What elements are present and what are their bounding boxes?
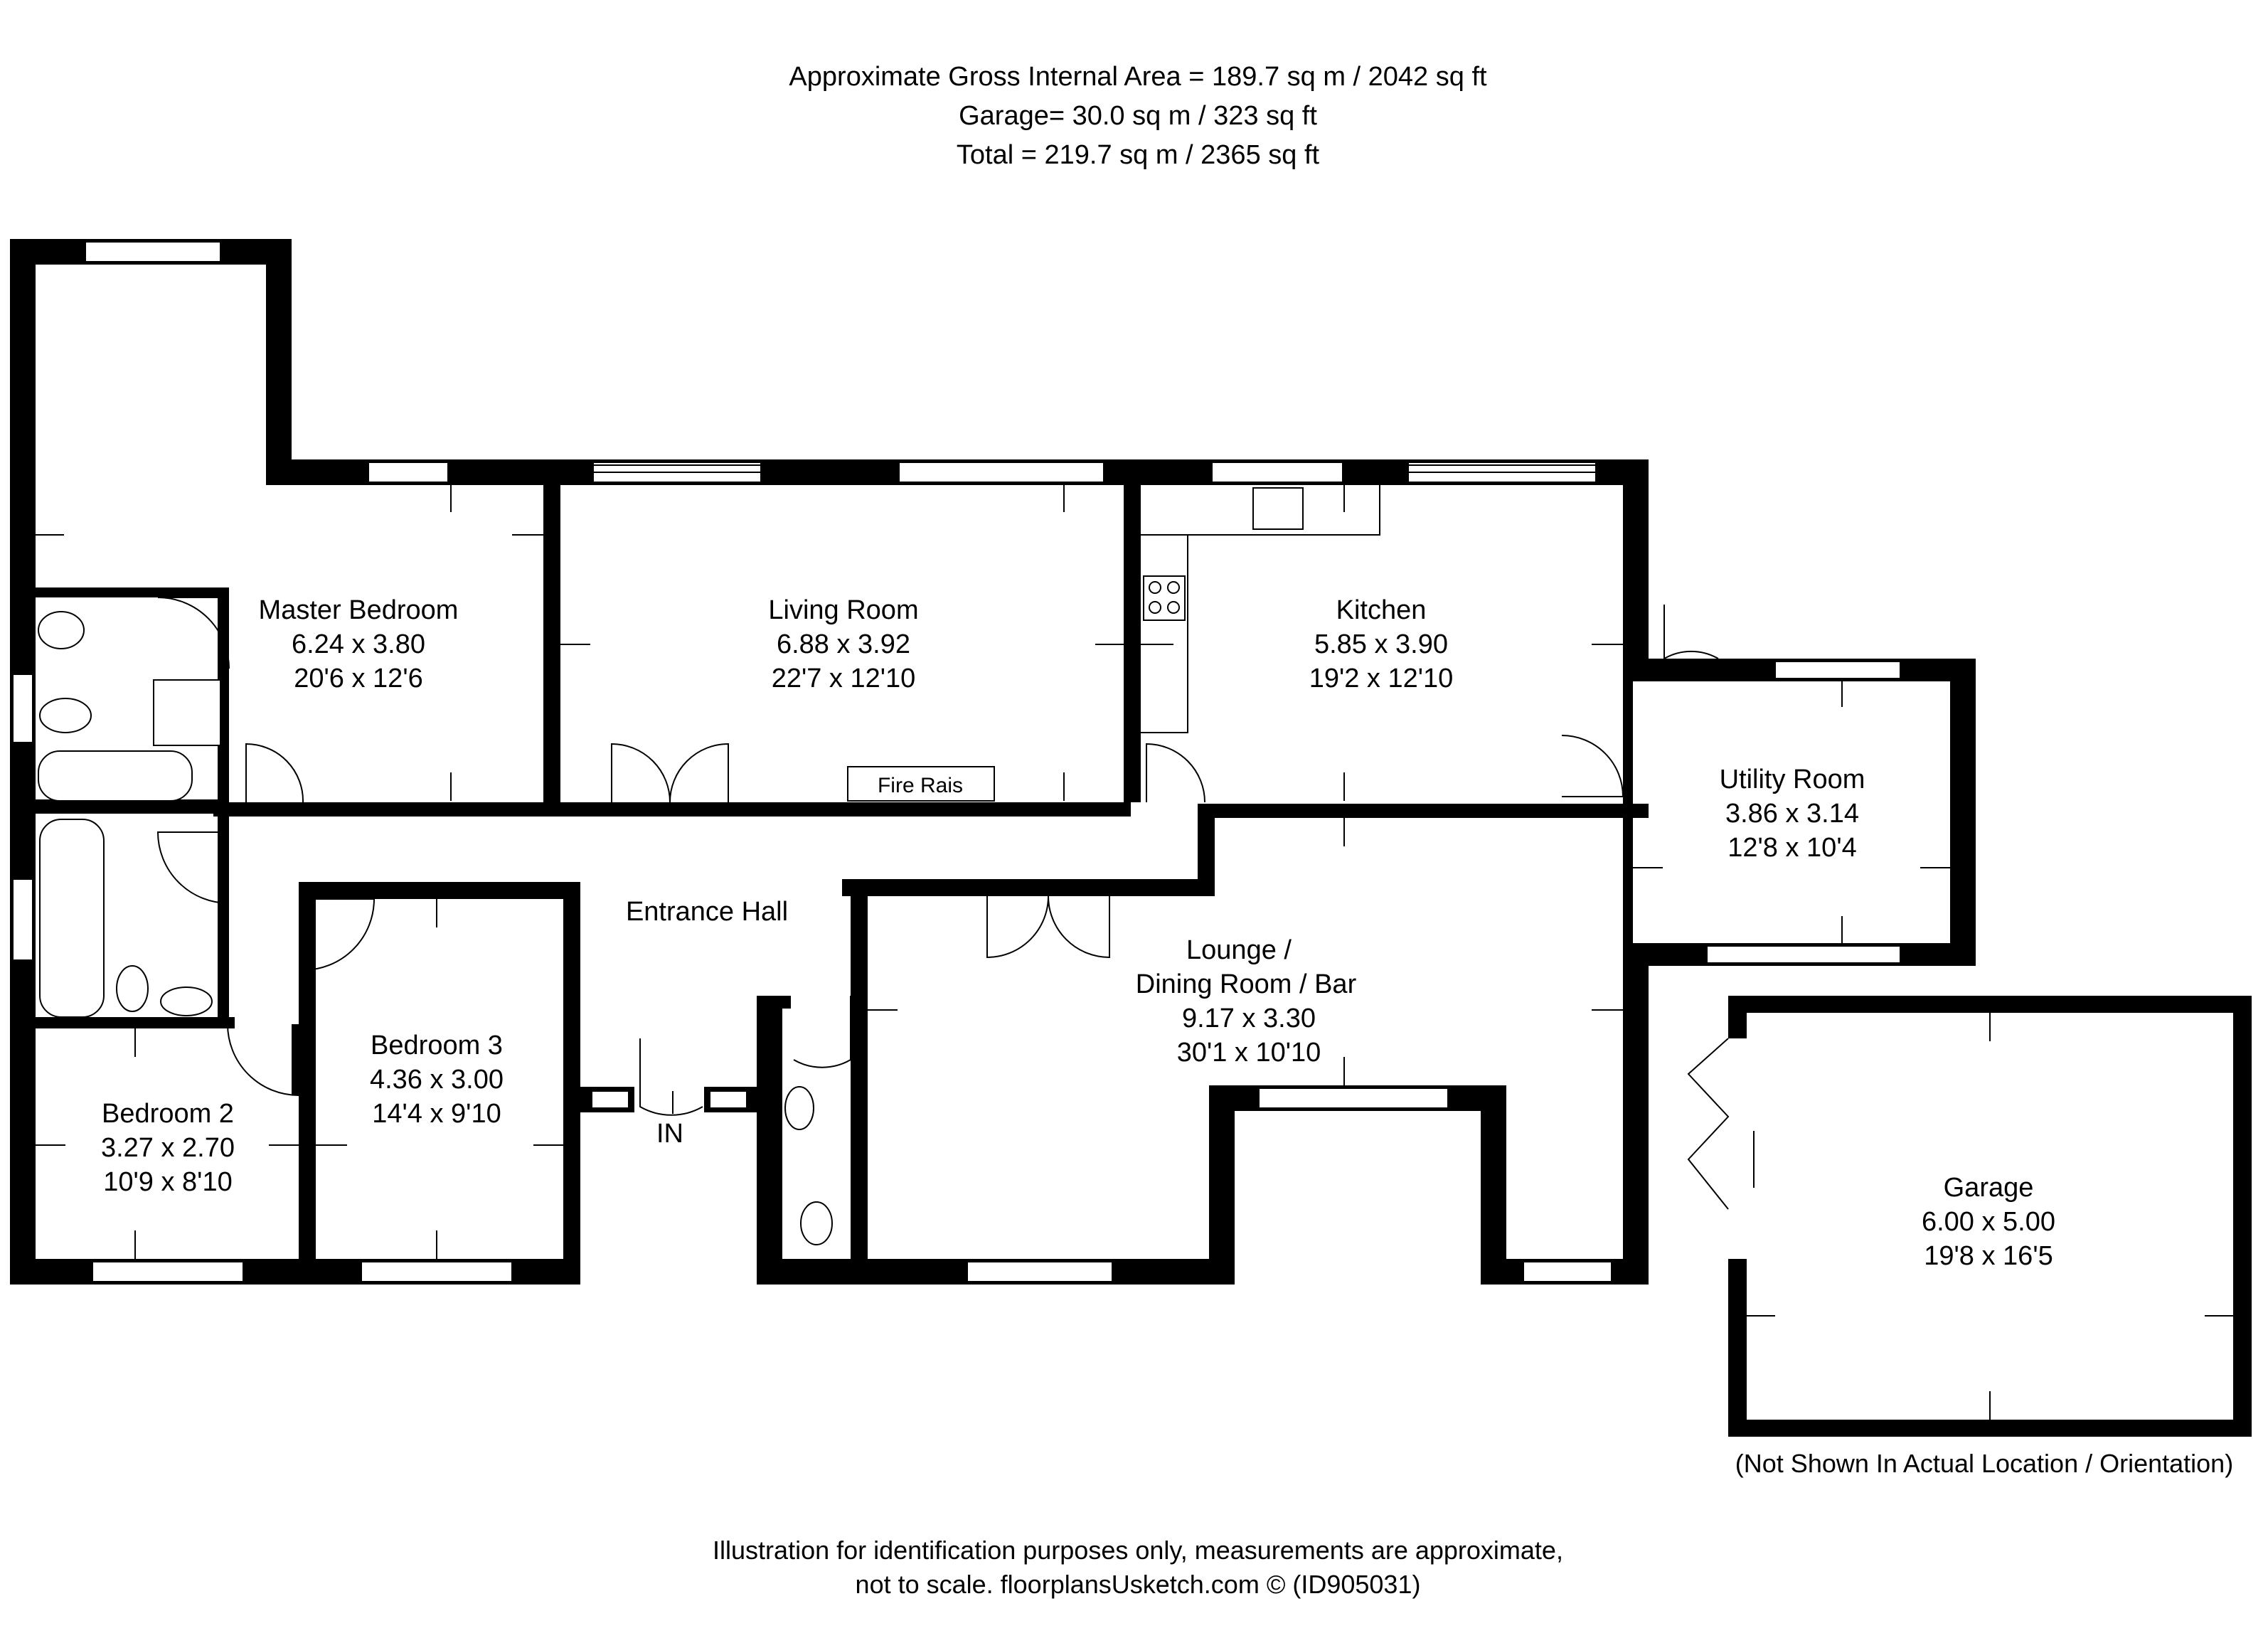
disclaimer-line2: not to scale. floorplansUsketch.com © (I… <box>856 1570 1421 1599</box>
shower-icon <box>153 679 221 746</box>
utility-room-metric: 3.86 x 3.14 <box>1725 799 1859 829</box>
entrance-hall-name: Entrance Hall <box>626 897 788 927</box>
sink-icon <box>1252 487 1304 530</box>
area-total: Total = 219.7 sq m / 2365 sq ft <box>957 140 1320 170</box>
utility-room-imperial: 12'8 x 10'4 <box>1727 833 1856 863</box>
basin-icon <box>38 611 85 649</box>
fireplace-label: Fire Rais <box>878 774 963 797</box>
master-bedroom-name: Master Bedroom <box>259 595 459 625</box>
toilet-icon <box>116 965 149 1012</box>
living-room-imperial: 22'7 x 12'10 <box>772 664 916 693</box>
master-bedroom-imperial: 20'6 x 12'6 <box>294 664 422 693</box>
basin-icon <box>160 986 213 1016</box>
entrance-label: IN <box>656 1119 683 1149</box>
bedroom-2-imperial: 10'9 x 8'10 <box>103 1167 232 1197</box>
bath-icon <box>38 750 193 802</box>
basin-icon <box>784 1086 814 1130</box>
area-garage: Garage= 30.0 sq m / 323 sq ft <box>959 101 1317 131</box>
area-gross-internal: Approximate Gross Internal Area = 189.7 … <box>789 62 1487 92</box>
master-bedroom-metric: 6.24 x 3.80 <box>292 629 425 659</box>
disclaimer-line1: Illustration for identification purposes… <box>713 1536 1563 1565</box>
lounge-metric: 9.17 x 3.30 <box>1182 1004 1316 1033</box>
bedroom-2-metric: 3.27 x 2.70 <box>101 1133 235 1163</box>
windows <box>12 241 1901 1282</box>
garage-orientation-note: (Not Shown In Actual Location / Orientat… <box>1735 1449 2233 1478</box>
walls <box>10 239 2252 1437</box>
bedroom-3-imperial: 14'4 x 9'10 <box>372 1099 501 1129</box>
kitchen-name: Kitchen <box>1336 595 1427 625</box>
bedroom-3-name: Bedroom 3 <box>371 1031 503 1060</box>
lounge-imperial: 30'1 x 10'10 <box>1177 1038 1321 1068</box>
hob-icon <box>1143 575 1186 621</box>
lounge-name-line1: Lounge / <box>1186 935 1292 965</box>
garage-name: Garage <box>1944 1173 2034 1203</box>
living-room-name: Living Room <box>768 595 918 625</box>
dimension-markers <box>36 485 2233 1420</box>
kitchen-metric: 5.85 x 3.90 <box>1314 629 1448 659</box>
toilet-icon <box>39 698 92 733</box>
fixtures <box>38 485 1380 1245</box>
toilet-icon <box>800 1201 833 1245</box>
bedroom-2-name: Bedroom 2 <box>102 1099 234 1129</box>
bath-icon <box>39 819 105 1018</box>
living-room-metric: 6.88 x 3.92 <box>777 629 910 659</box>
fireplace-icon <box>847 766 995 802</box>
doors <box>156 464 1730 1210</box>
garage-imperial: 19'8 x 16'5 <box>1924 1241 2053 1271</box>
garage-metric: 6.00 x 5.00 <box>1922 1207 2055 1237</box>
bedroom-3-metric: 4.36 x 3.00 <box>370 1065 504 1095</box>
utility-room-name: Utility Room <box>1720 765 1865 794</box>
lounge-name-line2: Dining Room / Bar <box>1136 969 1357 999</box>
kitchen-imperial: 19'2 x 12'10 <box>1309 664 1454 693</box>
